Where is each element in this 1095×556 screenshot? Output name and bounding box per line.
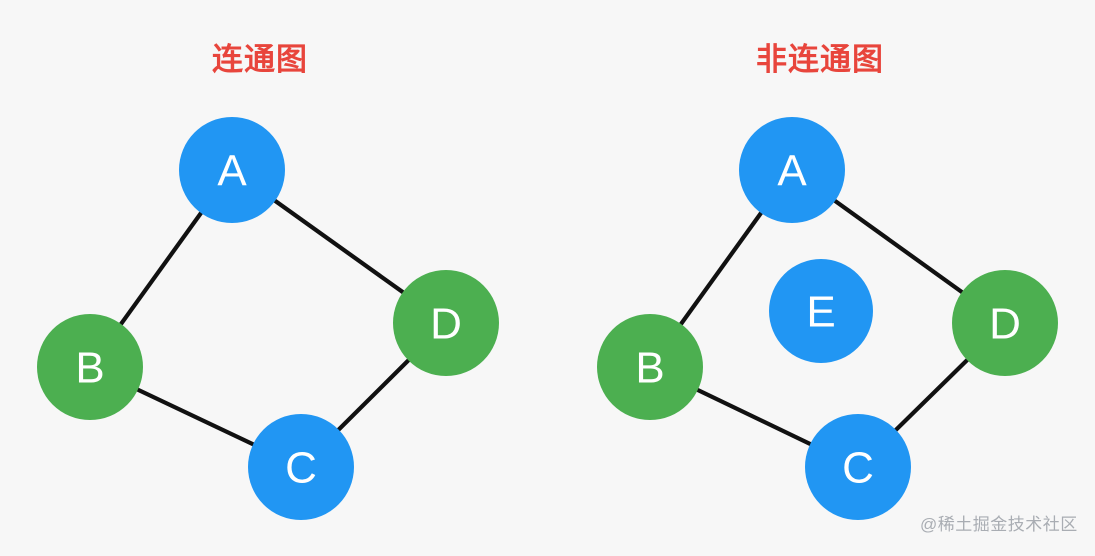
- disconnected-graph-title: 非连通图: [756, 42, 884, 77]
- edge-group: [116, 196, 413, 448]
- node-e-label: E: [806, 288, 835, 337]
- edge-b-c: [133, 386, 258, 448]
- node-e-circle[interactable]: [769, 259, 873, 363]
- node-a-circle[interactable]: [739, 117, 845, 223]
- node-b-label: B: [75, 344, 104, 393]
- node-c-label: C: [285, 444, 317, 493]
- node-d-label: D: [989, 300, 1021, 349]
- node-d-circle[interactable]: [952, 270, 1058, 376]
- edge-a-d: [830, 196, 967, 297]
- edge-group: [676, 196, 972, 448]
- node-c-circle[interactable]: [248, 414, 354, 520]
- node-b-circle[interactable]: [597, 314, 703, 420]
- node-c-label: C: [842, 444, 874, 493]
- node-c[interactable]: C: [248, 414, 354, 520]
- node-a[interactable]: A: [739, 117, 845, 223]
- node-a-label: A: [217, 147, 247, 196]
- node-c[interactable]: C: [805, 414, 911, 520]
- node-c-circle[interactable]: [805, 414, 911, 520]
- connected-graph-title: 连通图: [212, 42, 308, 77]
- node-a[interactable]: A: [179, 117, 285, 223]
- edge-b-c: [693, 386, 815, 448]
- connected-graph: A B C D: [37, 117, 499, 520]
- node-d[interactable]: D: [393, 270, 499, 376]
- node-b[interactable]: B: [37, 314, 143, 420]
- edge-c-d: [334, 356, 413, 434]
- disconnected-graph: A B C D E: [597, 117, 1058, 520]
- edge-a-d: [270, 196, 408, 297]
- node-a-label: A: [777, 147, 807, 196]
- edge-c-d: [891, 355, 972, 435]
- node-d-label: D: [430, 300, 462, 349]
- edge-a-b: [676, 208, 766, 329]
- node-d[interactable]: D: [952, 270, 1058, 376]
- node-e[interactable]: E: [769, 259, 873, 363]
- node-b-circle[interactable]: [37, 314, 143, 420]
- node-d-circle[interactable]: [393, 270, 499, 376]
- edge-a-b: [116, 208, 206, 329]
- node-b-label: B: [635, 344, 664, 393]
- node-b[interactable]: B: [597, 314, 703, 420]
- watermark-text: @稀土掘金技术社区: [920, 515, 1078, 534]
- node-a-circle[interactable]: [179, 117, 285, 223]
